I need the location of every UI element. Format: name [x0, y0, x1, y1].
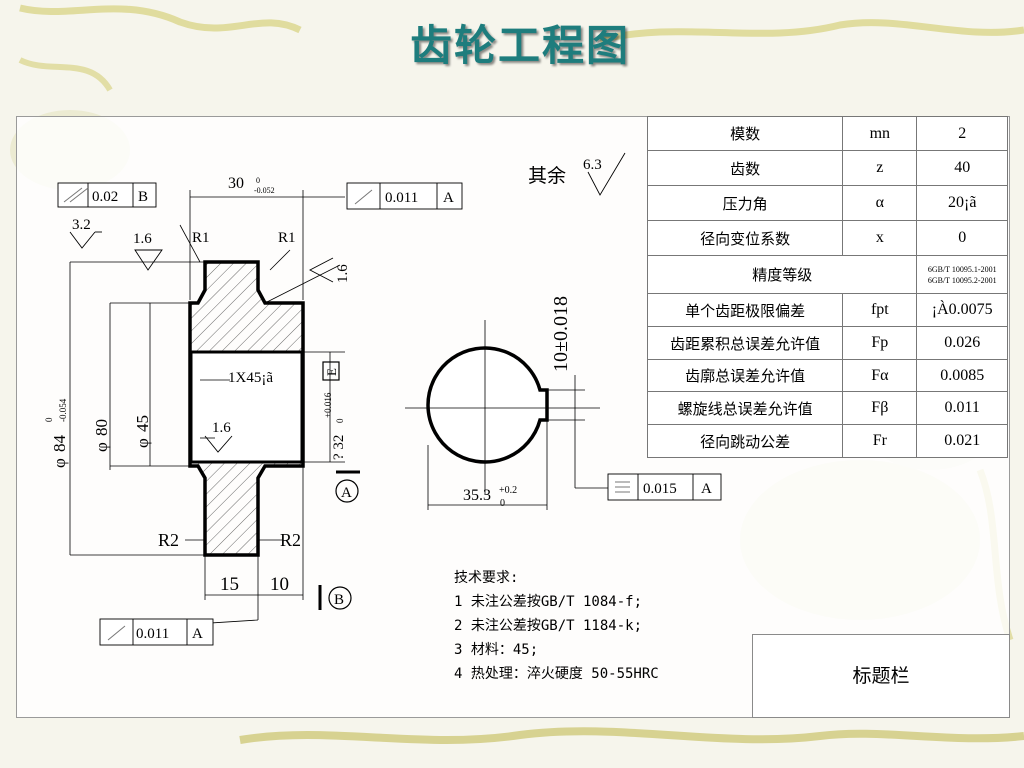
symmetry-datum: A [701, 481, 712, 497]
param-value: ¡À0.0075 [916, 293, 1008, 327]
page-title: 齿轮工程图 [409, 21, 630, 70]
title-block: 标题栏 [752, 634, 1010, 718]
table-row: 径向跳动公差 Fr 0.021 [646, 424, 1008, 458]
param-symbol: Fr [842, 424, 918, 458]
datum-a-label: A [341, 485, 352, 501]
param-value: 0 [916, 220, 1008, 256]
table-row: 径向变位系数 x 0 [646, 220, 1008, 256]
width-tol-lower: -0.052 [254, 186, 275, 195]
bore-dim: ? 32 [331, 435, 347, 460]
radius-top-right: R1 [278, 230, 296, 246]
remaining-roughness-value: 6.3 [583, 157, 602, 173]
title-block-label: 标题栏 [852, 665, 910, 687]
param-symbol: α [842, 185, 918, 221]
table-row: 模数 mn 2 [646, 116, 1008, 151]
remaining-roughness-label: 其余 [528, 165, 566, 187]
param-symbol: fpt [842, 293, 918, 327]
param-value: 0.0085 [916, 359, 1008, 392]
runout-top-value: 0.011 [385, 190, 418, 206]
symmetry-value: 0.015 [643, 481, 677, 497]
param-name: 齿距累积总误差允许值 [646, 326, 844, 360]
dia80-symbol: φ [92, 442, 111, 452]
dia80-label: 80 [92, 419, 111, 436]
roughness-right: 1.6 [335, 264, 351, 283]
param-value: 6GB/T 10095.1-2001 6GB/T 10095.2-2001 [916, 255, 1008, 294]
dia84-tol-upper: 0 [44, 417, 54, 422]
param-name: 径向变位系数 [646, 220, 844, 256]
roughness-left-2: 1.6 [133, 231, 152, 247]
table-row: 齿廓总误差允许值 Fα 0.0085 [646, 359, 1008, 392]
keyway-depth-label: 35.3 [463, 487, 491, 504]
keyway-section [405, 320, 608, 510]
param-name: 齿数 [646, 150, 844, 186]
dia84-label: 84 [50, 435, 69, 453]
tech-requirements: 技术要求: 1 未注公差按GB/T 1084-f; 2 未注公差按GB/T 11… [454, 566, 659, 686]
roughness-bore: 1.6 [212, 420, 231, 436]
runout-bottom-datum: A [192, 626, 203, 642]
width-tol-upper: 0 [256, 176, 260, 185]
param-value: 0.011 [916, 391, 1008, 425]
runout-top-datum: A [443, 190, 454, 206]
radius-top-left: R1 [192, 230, 210, 246]
param-value: 2 [916, 116, 1008, 151]
roughness-left-1: 3.2 [72, 217, 91, 233]
keyway-width-label: 10±0.018 [550, 296, 572, 372]
param-value: 20¡ã [916, 185, 1008, 221]
width-dim: 30 [228, 175, 244, 192]
parallelism-datum: B [138, 189, 148, 205]
table-row: 压力角 α 20¡ã [646, 185, 1008, 221]
dia84-tol-lower: -0.054 [58, 398, 68, 422]
tech-requirement-item: 3 材料：45; [454, 642, 539, 658]
param-symbol: Fα [842, 359, 918, 392]
table-row: 螺旋线总误差允许值 Fβ 0.011 [646, 391, 1008, 425]
param-name: 螺旋线总误差允许值 [646, 391, 844, 425]
hub-width-2: 10 [270, 574, 289, 595]
keyway-depth-tol-upper: +0.2 [499, 485, 517, 496]
gear-section [188, 260, 305, 557]
radius-bottom-right: R2 [280, 530, 301, 550]
tech-requirement-item: 4 热处理：淬火硬度 50-55HRC [454, 666, 659, 682]
param-name: 压力角 [646, 185, 844, 221]
radius-bottom-left: R2 [158, 530, 179, 550]
keyway-depth-tol-lower: 0 [500, 498, 505, 509]
table-row: 齿距累积总误差允许值 Fp 0.026 [646, 326, 1008, 360]
param-value: 0.026 [916, 326, 1008, 360]
hub-width-1: 15 [220, 574, 239, 595]
param-name: 齿廓总误差允许值 [646, 359, 844, 392]
param-name: 单个齿距极限偏差 [646, 293, 844, 327]
datum-e-label: E [324, 368, 339, 376]
param-name: 模数 [646, 116, 844, 151]
bore-tol-upper: +0.016 [323, 392, 333, 418]
param-symbol: z [842, 150, 918, 186]
tech-requirements-heading: 技术要求: [454, 570, 519, 586]
param-symbol: mn [842, 116, 918, 151]
dia84-symbol: φ [50, 458, 69, 468]
param-symbol: Fp [842, 326, 918, 360]
param-symbol: x [842, 220, 918, 256]
param-name: 精度等级 [646, 255, 918, 294]
tech-requirement-item: 2 未注公差按GB/T 1184-k; [454, 618, 643, 634]
datum-b-label: B [334, 592, 344, 608]
gear-parameter-table: 模数 mn 2 齿数 z 40 压力角 α 20¡ã 径向变位系数 x 0 精度… [646, 116, 1008, 458]
table-row: 齿数 z 40 [646, 150, 1008, 186]
param-value: 0.021 [916, 424, 1008, 458]
param-name: 径向跳动公差 [646, 424, 844, 458]
table-row: 精度等级 6GB/T 10095.1-2001 6GB/T 10095.2-20… [646, 255, 1008, 294]
dia45-symbol: φ [133, 438, 152, 448]
dia45-label: 45 [133, 415, 152, 432]
bore-tol-lower: 0 [335, 418, 345, 423]
parallelism-value: 0.02 [92, 189, 118, 205]
table-row: 单个齿距极限偏差 fpt ¡À0.0075 [646, 293, 1008, 327]
runout-bottom-value: 0.011 [136, 626, 169, 642]
param-value: 40 [916, 150, 1008, 186]
tech-requirement-item: 1 未注公差按GB/T 1084-f; [454, 594, 643, 610]
chamfer-label: 1X45¡ã [228, 370, 273, 386]
param-symbol: Fβ [842, 391, 918, 425]
